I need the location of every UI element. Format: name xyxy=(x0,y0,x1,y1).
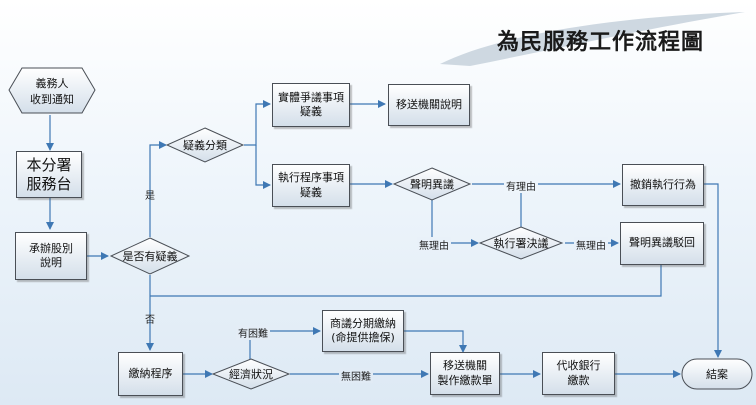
economic-node-label: 經濟狀況 xyxy=(229,368,273,381)
doubt-node-label: 是否有疑義 xyxy=(122,250,178,263)
service-desk-box: 本分署 服務台 xyxy=(16,151,82,198)
bill-box: 移送機關 製作繳款單 xyxy=(430,352,500,395)
explain-box: 承辦股別 說明 xyxy=(15,232,87,280)
end-terminal xyxy=(681,358,753,390)
transfer-explain-box: 移送機關說明 xyxy=(388,84,470,126)
edge-label-hardship: 有困難 xyxy=(236,325,270,340)
chart-title: 為民服務工作流程圖 xyxy=(497,30,705,55)
entity-dispute-box: 實體爭議事項 疑義 xyxy=(272,83,350,127)
bank-box: 代收銀行 繳款 xyxy=(542,352,615,395)
edge-doubt-yes-to-classify xyxy=(149,141,167,237)
edge-dismiss-feedback xyxy=(150,265,662,297)
objection-node-label: 聲明異議 xyxy=(410,178,454,191)
edge-label-reasonable: 有理由 xyxy=(504,178,538,193)
doubt-diamond xyxy=(109,237,191,275)
revoke-box: 撤銷執行行為 xyxy=(622,164,704,206)
edge-classify-to-entity xyxy=(244,100,271,146)
procedure-doubt-box: 執行程序事項 疑義 xyxy=(272,164,350,207)
title-swoosh xyxy=(440,12,745,66)
ruling-node-label: 執行署決議 xyxy=(493,237,549,250)
edge-label-unreasonable-1: 無理由 xyxy=(417,237,451,252)
start-hexagon xyxy=(8,67,96,114)
edge-label-no: 否 xyxy=(145,315,155,326)
ruling-diamond xyxy=(478,226,564,260)
payment-box: 繳納程序 xyxy=(118,352,183,396)
edge-installment-to-bill xyxy=(404,330,467,353)
edge-label-unreasonable-2: 無理由 xyxy=(574,237,608,252)
edge-label-no-hardship: 無困難 xyxy=(339,368,373,383)
edge-classify-to-procedure xyxy=(255,145,271,189)
installment-box: 商議分期繳納 (命提供擔保) xyxy=(322,310,404,352)
economic-diamond xyxy=(211,358,291,390)
objection-diamond xyxy=(392,167,472,201)
start-node-label: 義務人 收到通知 xyxy=(30,77,74,106)
classify-diamond xyxy=(165,127,245,163)
edge-revoke-to-end xyxy=(704,183,722,358)
end-node-label: 結案 xyxy=(706,368,728,381)
edge-label-yes: 是 xyxy=(145,191,155,202)
classify-node-label: 疑義分類 xyxy=(183,139,227,152)
dismiss-box: 聲明異議駁回 xyxy=(620,222,704,265)
